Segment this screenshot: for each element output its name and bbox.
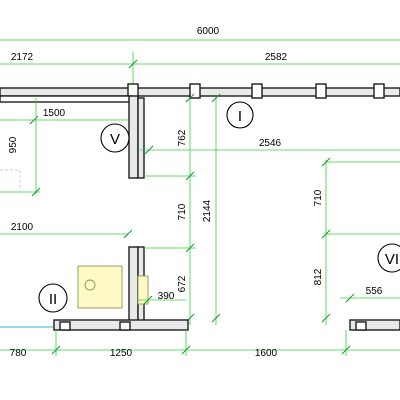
room-marker-ii-label: II (49, 291, 57, 308)
room-vi-dimensions: 710 812 556 (313, 157, 400, 325)
room-marker-v: V (100, 123, 130, 153)
room-ii-fixtures (77, 265, 149, 309)
opening-dimension: 390 (138, 291, 186, 305)
room-marker-ii: II (38, 283, 68, 313)
bottom-dimensions: 780 1250 1600 (0, 330, 400, 359)
room-marker-v-label: V (110, 131, 120, 148)
bottom-exterior-wall (0, 319, 400, 331)
room-vi-lower-label: 812 (313, 268, 324, 285)
cabinet-fixture (77, 265, 123, 309)
top-left-span-label: 2172 (11, 52, 34, 63)
room-marker-vi: VI (377, 243, 400, 273)
room-marker-i-label: I (238, 108, 242, 125)
room-i-height-label: 2144 (202, 199, 213, 222)
room-vi-upper-label: 710 (313, 189, 324, 206)
room-v-width-label: 1500 (43, 108, 66, 119)
partition-lower-label: 672 (177, 275, 188, 292)
room-v-height-label: 950 (8, 136, 19, 153)
sink-fixture (137, 275, 149, 305)
room-i-dimensions: 2546 (140, 138, 400, 155)
opening-width-label: 390 (158, 291, 175, 302)
partition-upper-label: 762 (177, 129, 188, 146)
overall-dimension: 6000 (0, 26, 400, 41)
partition-vertical-dimensions: 762 710 672 (144, 93, 196, 325)
partition-middle-label: 710 (177, 203, 188, 220)
room-i-width-label: 2546 (259, 138, 282, 149)
room-ii-dimensions: 2100 (0, 222, 133, 239)
overall-width-label: 6000 (197, 26, 220, 37)
bottom-left-label: 780 (10, 348, 27, 359)
room-ii-width-label: 2100 (11, 222, 34, 233)
bottom-right-label: 1600 (255, 348, 278, 359)
room-marker-vi-label: VI (385, 251, 399, 268)
room-marker-i: I (226, 101, 254, 129)
top-exterior-wall (0, 83, 400, 103)
top-span-dimensions: 2172 2582 (0, 52, 400, 98)
bottom-middle-label: 1250 (110, 348, 133, 359)
room-v-dimensions: 1500 950 (0, 98, 128, 197)
room-vi-width-label: 556 (366, 286, 383, 297)
top-right-span-label: 2582 (265, 52, 288, 63)
room-i-height-dimension: 2144 (202, 93, 221, 325)
